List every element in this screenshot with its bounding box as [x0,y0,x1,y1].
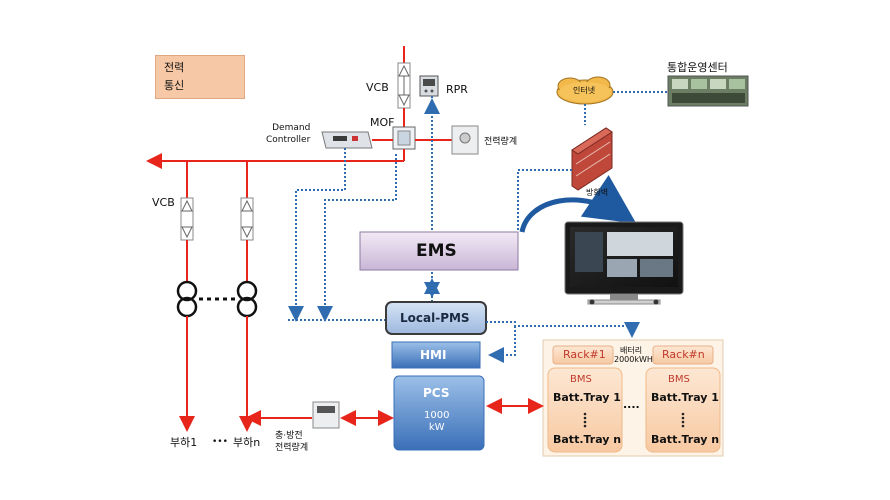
mof-label: MOF [370,116,395,129]
ems-box [359,231,519,271]
vcb-left-label: VCB [152,196,175,209]
load1-label: 부하1 [170,436,198,449]
vcb-top-breaker [397,62,411,109]
transformer-1-icon [176,280,198,318]
ems-monitor-arrow [519,175,637,233]
battery-capacity-line2: 2000kWH [614,355,653,364]
local-pms-box [385,301,487,335]
legend-comm-label: 통신 [164,79,185,92]
demand-controller-label: Demand Controller [266,123,311,145]
rackn-tray1-label: Batt.Tray 1 [651,391,719,404]
charge-meter-label-1: 충·방전 [275,431,303,441]
comm-pms-battery [486,321,640,338]
ops-center-image [667,75,749,107]
rackn-label: Rack#n [662,348,705,361]
rack1-bms-group [547,367,623,453]
comm-mof-line [324,154,397,318]
local-pms-label: Local-PMS [400,311,470,325]
legend-box [155,55,245,99]
rpr-device [419,75,439,97]
rack1-trayn-label: Batt.Tray n [553,433,622,446]
pcs-rating-label: 1000 kW [424,410,450,433]
rack1-bms-label: BMS [570,374,592,385]
charge-meter-label-2: 전력량계 [275,443,309,453]
rackn-bms-label: BMS [668,374,690,385]
internet-label: 인터넷 [573,86,596,95]
ops-center-label: 통합운영센터 [667,61,728,74]
hmi-label: HMI [420,348,447,362]
rackn-bms-group [645,367,721,453]
firewall-label: 방화벽 [586,188,609,197]
power-meter-label: 전력량계 [484,137,518,147]
demand-controller-device [321,131,373,149]
power-meter-device [451,125,479,155]
monitor-icon [564,221,684,305]
comm-pms-hmi [488,326,516,363]
firewall-icon [571,127,613,191]
rackn-trayn-label: Batt.Tray n [651,433,720,446]
hmi-box [391,341,481,369]
rack-ellipsis: .... [623,398,640,411]
load-dots: ••• [212,437,228,447]
legend-power-label: 전력 [164,61,185,74]
comm-firewall-ems [517,169,572,232]
comm-demand-line [295,148,346,318]
loadn-label: 부하n [233,436,261,449]
vcb-top-label: VCB [366,81,389,94]
vcb-left-breaker-1 [180,197,194,241]
transformer-n-icon [236,280,258,318]
pcs-label: PCS [423,386,450,400]
rackn-box [652,345,714,365]
pcs-box [393,375,485,451]
vcb-left-breaker-n [240,197,254,241]
ems-label: EMS [416,241,457,261]
rpr-label: RPR [446,83,468,96]
battery-capacity-line1: 배터리 [620,346,643,355]
tray-ellipsis-marks [583,412,685,428]
mof-unit [392,126,416,150]
rack1-label: Rack#1 [563,348,606,361]
charge-meter-device [312,401,340,429]
rack1-tray1-label: Batt.Tray 1 [553,391,621,404]
rack1-box [552,345,614,365]
